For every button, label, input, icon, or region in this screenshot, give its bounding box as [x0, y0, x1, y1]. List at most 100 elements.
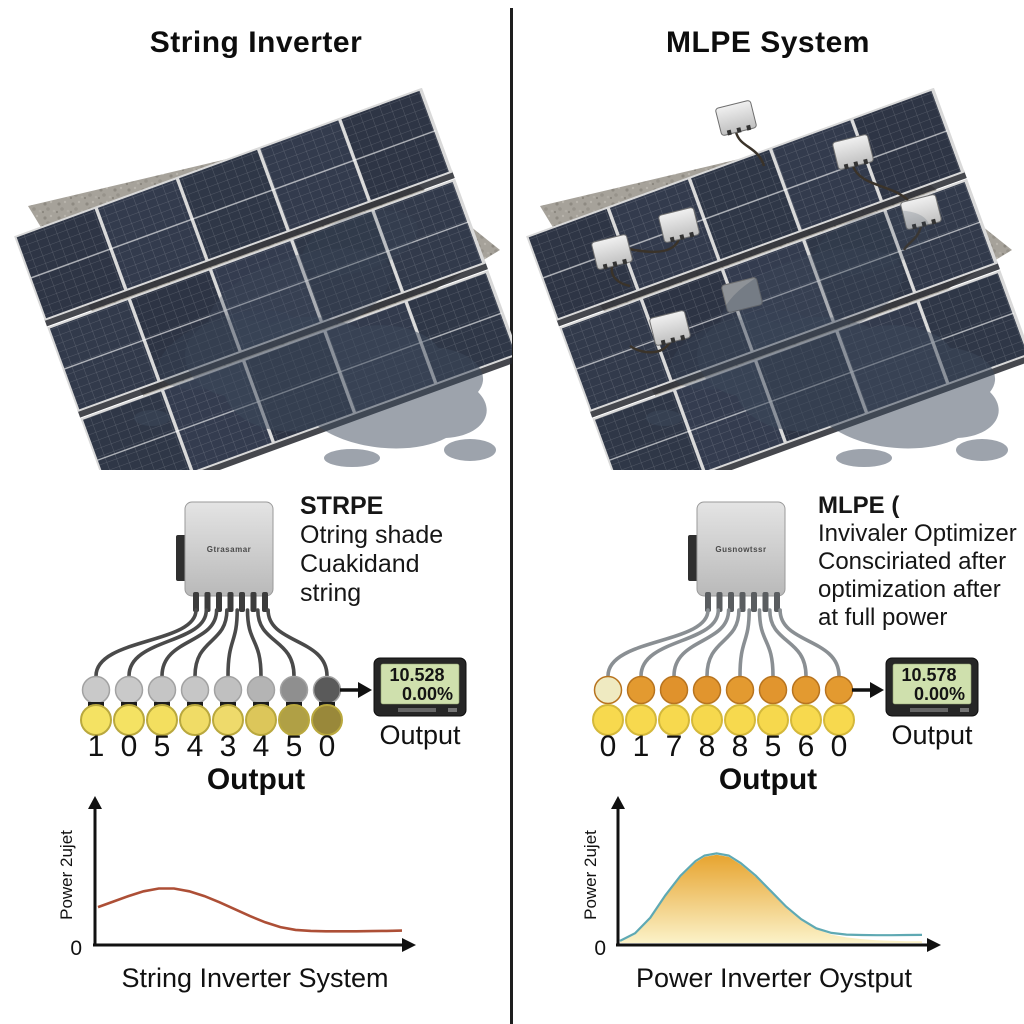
left-note-line: Cuakidand [300, 550, 420, 578]
panel-node-bottom [113, 704, 145, 736]
panel-node-top [758, 675, 788, 705]
y-axis-label: Power 2ujet [57, 830, 76, 920]
mlpe-output-line [619, 852, 923, 942]
panel-node-bottom [311, 704, 343, 736]
string-wire [245, 608, 263, 678]
panel-value: 4 [187, 730, 204, 763]
left-note-title: STRPE [300, 492, 384, 520]
x-axis-arrow [402, 938, 416, 952]
panel-node-bottom [823, 704, 855, 736]
right-note-line: optimization after [818, 576, 1001, 603]
panel-node-bottom [146, 704, 178, 736]
panel-node-bottom [212, 704, 244, 736]
string-wire [639, 608, 721, 678]
right-note-line: Consciriated after [818, 548, 1007, 575]
panel-node-top [246, 675, 276, 705]
right-output-heading: Output [718, 763, 818, 796]
x-axis-arrow [927, 938, 941, 952]
string-wire [738, 608, 751, 678]
string-wire [127, 608, 209, 678]
string-wire [94, 608, 198, 678]
panel-value: 8 [699, 730, 716, 763]
string-wire [757, 608, 775, 678]
left-solar-array-photo [14, 88, 512, 470]
string-wire [256, 608, 296, 678]
panel-node-top [626, 675, 656, 705]
right-note-title: MLPE ( [818, 492, 900, 519]
panel-node-top [180, 675, 210, 705]
right-title: MLPE System [666, 26, 870, 59]
panel-value: 0 [121, 730, 138, 763]
panel-node-bottom [691, 704, 723, 736]
panel-node-top [81, 675, 111, 705]
lcd-line1: 10.528 [389, 665, 444, 685]
lcd-line1: 10.578 [901, 665, 956, 685]
panel-optimizers [591, 100, 942, 346]
left-note-line: Otring shade [300, 521, 444, 549]
panel-node-top [213, 675, 243, 705]
panel-value: 5 [765, 730, 782, 763]
panel-node-top [114, 675, 144, 705]
axes [616, 805, 929, 947]
display-caption: Output [891, 720, 973, 750]
string-wire [705, 608, 741, 678]
display-caption: Output [379, 720, 461, 750]
string-wire [193, 608, 229, 678]
panel-value: 1 [88, 730, 105, 763]
string-wire [672, 608, 731, 678]
inverter-device: Gtrasamar [176, 501, 274, 612]
axes [93, 805, 404, 947]
panel-value: 5 [286, 730, 303, 763]
string-output-curve [97, 887, 403, 933]
right-solar-array-photo [526, 88, 1024, 470]
panel-value: 8 [732, 730, 749, 763]
panel-node-top [659, 675, 689, 705]
x-axis-label: Power Inverter Oystput [636, 963, 913, 993]
lcd-line2: 0.00% [402, 684, 453, 704]
panel-node-bottom [278, 704, 310, 736]
string-wire [160, 608, 219, 678]
inverter-logo-text: Gusnowtssr [715, 545, 766, 554]
panel-node-bottom [80, 704, 112, 736]
left-note-line: string [300, 579, 362, 607]
arrow-to-display [340, 682, 372, 698]
y-axis-arrow [88, 796, 102, 809]
origin-tick: 0 [70, 937, 82, 960]
panel-value: 0 [319, 730, 336, 763]
panel-node-bottom [179, 704, 211, 736]
panel-node-bottom [790, 704, 822, 736]
right-note: MLPE ( Invivaler Optimizer Consciriated … [818, 492, 1024, 632]
right-note-line: Invivaler Optimizer [818, 520, 1017, 547]
panel-node-bottom [625, 704, 657, 736]
panel-node-bottom [592, 704, 624, 736]
panel-node-top [312, 675, 342, 705]
panel-node-top [791, 675, 821, 705]
panel-value: 0 [600, 730, 617, 763]
output-display: 10.578 0.00% [885, 657, 979, 717]
panel-value: 4 [253, 730, 270, 763]
panel-node-top [593, 675, 623, 705]
left-title: String Inverter [149, 26, 363, 59]
right-note-line: at full power [818, 604, 948, 631]
panel-value: 0 [831, 730, 848, 763]
tree-shadow [134, 210, 496, 467]
x-axis-label: String Inverter System [121, 963, 388, 993]
panel-node-bottom [245, 704, 277, 736]
y-axis-arrow [611, 796, 625, 809]
arrow-to-display [852, 682, 884, 698]
origin-tick: 0 [594, 937, 606, 960]
panel-value: 5 [154, 730, 171, 763]
panel-node-bottom [658, 704, 690, 736]
panel-node-top [692, 675, 722, 705]
left-output-heading: Output [206, 763, 306, 796]
panel-value: 1 [633, 730, 650, 763]
string-wire [266, 608, 329, 678]
y-axis-label: Power 2ujet [581, 830, 600, 920]
panel-node-top [147, 675, 177, 705]
right-output-graph: Power 2ujet 0 Power Inverter Oystput [581, 796, 941, 993]
panel-node-top [279, 675, 309, 705]
